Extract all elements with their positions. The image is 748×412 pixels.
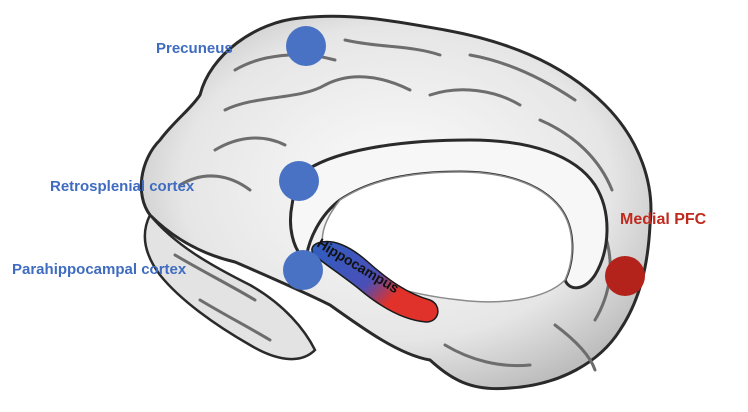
retrosplenial-marker: [279, 161, 319, 201]
medial-pfc-label: Medial PFC: [620, 211, 707, 228]
precuneus-label: Precuneus: [156, 40, 233, 57]
parahippocampal-label: Parahippocampal cortex: [12, 261, 187, 278]
parahippocampal-marker: [283, 250, 323, 290]
medial-pfc-marker: [605, 256, 645, 296]
retrosplenial-label: Retrosplenial cortex: [50, 178, 195, 195]
precuneus-marker: [286, 26, 326, 66]
